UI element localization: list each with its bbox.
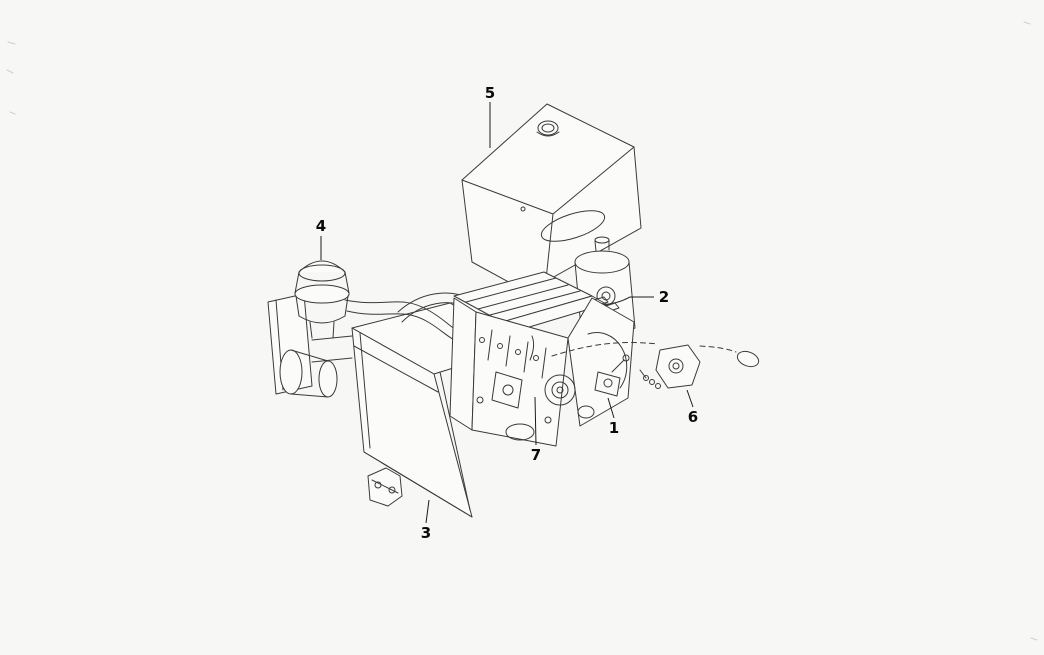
part-stop-cable bbox=[551, 342, 760, 389]
part-air-cleaner bbox=[294, 260, 471, 344]
callout-label-4: 4 bbox=[316, 217, 326, 235]
callout-labels: 1 2 3 4 5 6 7 bbox=[316, 84, 698, 542]
leader-lines bbox=[320, 102, 694, 524]
part-top-cover bbox=[461, 103, 642, 293]
part-engine-block bbox=[449, 271, 635, 447]
part-mount-bracket bbox=[367, 467, 403, 507]
callout-label-5: 5 bbox=[485, 84, 495, 102]
callout-label-1: 1 bbox=[609, 419, 619, 437]
callout-label-2: 2 bbox=[659, 288, 669, 306]
callout-label-3: 3 bbox=[421, 524, 431, 542]
scan-artifacts bbox=[6, 21, 1038, 641]
callout-label-7: 7 bbox=[531, 446, 541, 464]
callout-label-6: 6 bbox=[688, 408, 698, 426]
part-starter-motor bbox=[279, 349, 338, 398]
